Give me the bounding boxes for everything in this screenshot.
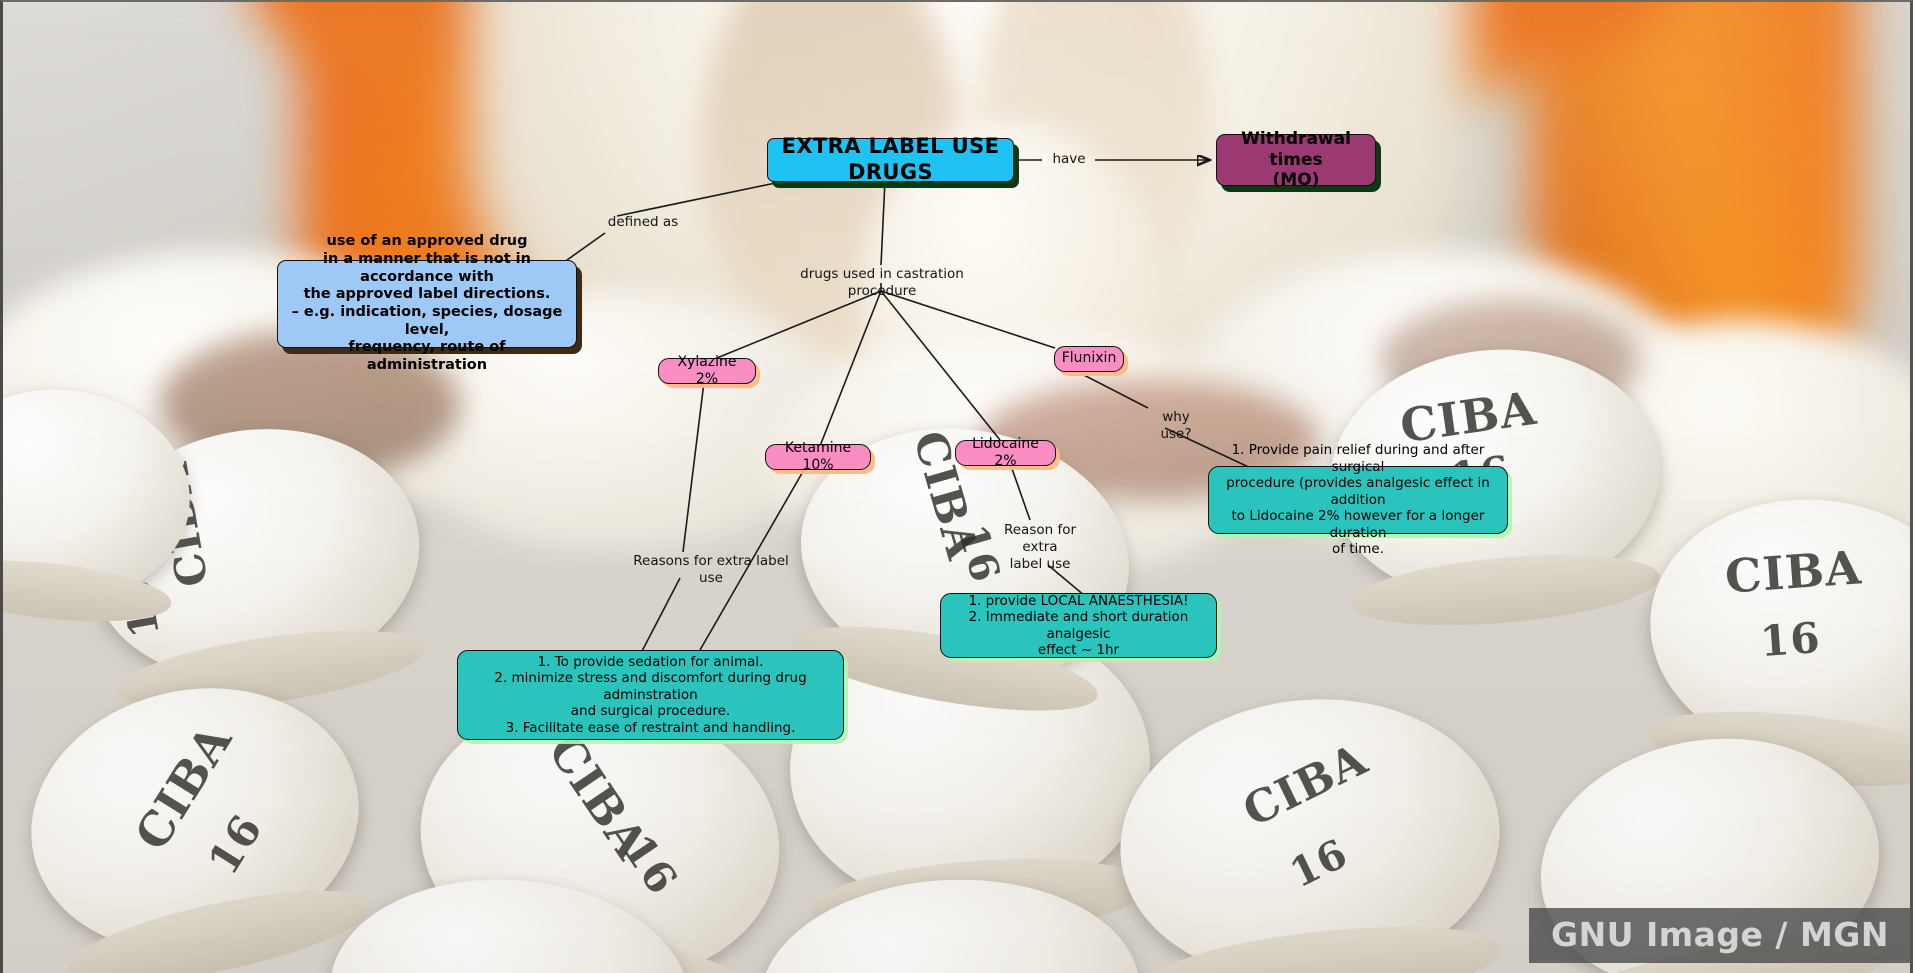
watermark-gnu-image-mgn: GNU Image / MGN [1529, 908, 1913, 963]
node-flunixin-reasons-label: 1. Provide pain relief during and after … [1226, 442, 1490, 558]
edge-label-castration-procedure: drugs used in castration procedure [800, 266, 964, 299]
node-ketamine-label: Ketamine 10% [784, 439, 852, 473]
node-xylazine-label: Xylazine 2% [677, 353, 737, 387]
node-extra-label-use-drugs[interactable]: EXTRA LABEL USE DRUGS [767, 134, 1014, 184]
node-definition[interactable]: use of an approved drug in a manner that… [277, 233, 577, 373]
node-xylazine[interactable]: Xylazine 2% [658, 354, 756, 387]
node-definition-label: use of an approved drug in a manner that… [291, 233, 563, 374]
node-flunixin-reasons[interactable]: 1. Provide pain relief during and after … [1208, 442, 1508, 557]
node-lidocaine[interactable]: Lidocaine 2% [955, 436, 1056, 469]
node-xylazine-reasons-label: 1. To provide sedation for animal. 2. mi… [494, 653, 807, 736]
node-withdrawal-label: Withdrawal times (MO) [1241, 128, 1351, 191]
edge-label-why-use: why use? [1160, 409, 1192, 442]
node-lidocaine-reasons[interactable]: 1. provide LOCAL ANAESTHESIA! 2. Immedia… [940, 593, 1217, 658]
node-ketamine[interactable]: Ketamine 10% [765, 440, 871, 473]
node-lidocaine-reasons-label: 1. provide LOCAL ANAESTHESIA! 2. Immedia… [968, 592, 1189, 658]
node-xylazine-ketamine-reasons[interactable]: 1. To provide sedation for animal. 2. mi… [457, 650, 844, 740]
edge-label-defined-as: defined as [607, 214, 679, 230]
node-lidocaine-label: Lidocaine 2% [972, 435, 1039, 469]
edge-label-reasons-for-extra-label-use: Reasons for extra label use [633, 553, 789, 586]
edge-label-have: have [1052, 151, 1086, 167]
node-root-label: EXTRA LABEL USE DRUGS [781, 134, 1000, 184]
node-flunixin-label: Flunixin [1061, 350, 1117, 367]
node-withdrawal-times[interactable]: Withdrawal times (MO) [1216, 129, 1376, 190]
node-flunixin[interactable]: Flunixin [1054, 346, 1124, 372]
edge-label-reason-for-extra-label-use: Reason for extra label use [1003, 522, 1077, 572]
